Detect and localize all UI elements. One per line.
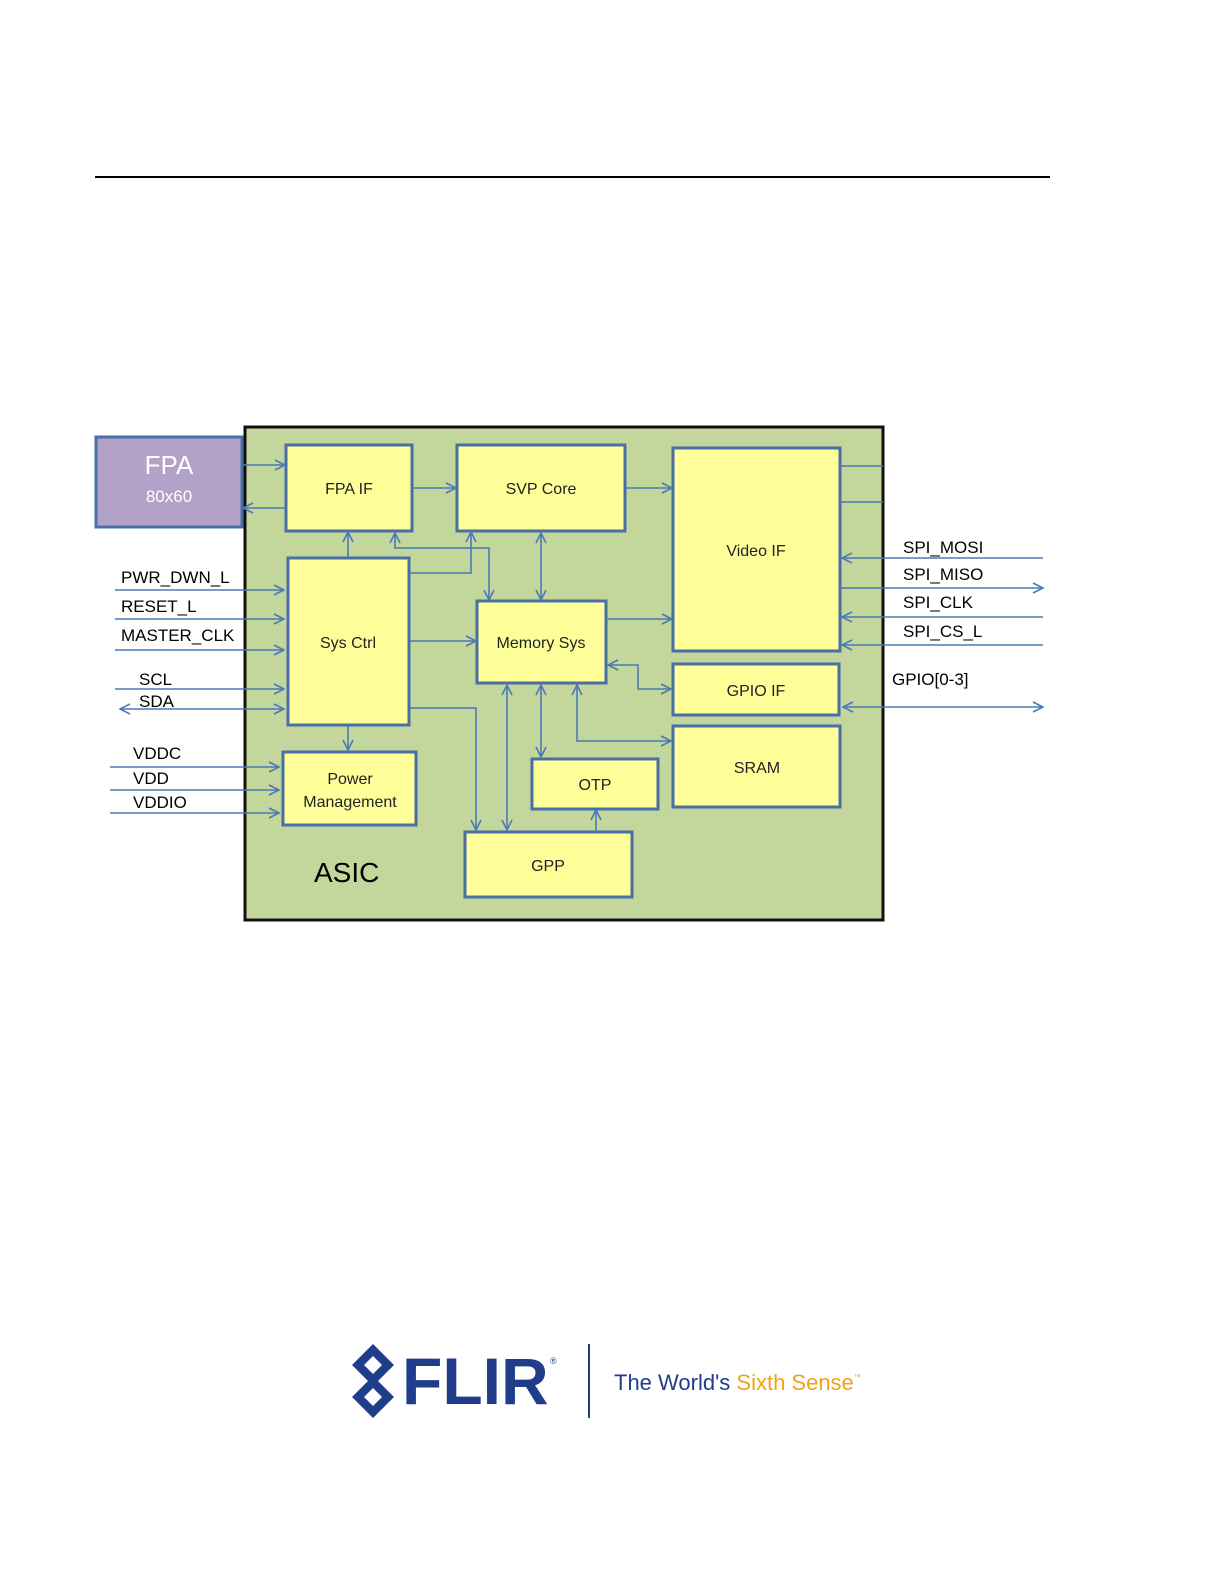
tagline-part1: The World's <box>614 1370 736 1395</box>
pin-pwr-dwn-l: PWR_DWN_L <box>121 568 230 587</box>
pin-sda: SDA <box>139 692 175 711</box>
trademark: ™ <box>854 1374 861 1381</box>
pin-spi-cs-l: SPI_CS_L <box>903 622 982 641</box>
pin-scl: SCL <box>139 670 172 689</box>
pin-spi-clk: SPI_CLK <box>903 593 974 612</box>
pin-spi-mosi: SPI_MOSI <box>903 538 983 557</box>
gpio-if-label: GPIO IF <box>727 683 786 700</box>
tagline-part2: Sixth Sense <box>736 1370 853 1395</box>
flir-wordmark: FLIR <box>402 1344 549 1418</box>
asic-label: ASIC <box>314 857 379 888</box>
fpa-title: FPA <box>145 450 194 480</box>
pin-master-clk: MASTER_CLK <box>121 626 235 645</box>
otp-label: OTP <box>579 777 612 794</box>
power-management-block <box>283 752 416 825</box>
sram-label: SRAM <box>734 760 780 777</box>
flir-diamond-icon <box>352 1344 394 1418</box>
flir-logo: FLIR ® The World's Sixth Sense™ <box>350 1342 870 1422</box>
registered-mark: ® <box>550 1356 557 1366</box>
pin-vddio: VDDIO <box>133 793 187 812</box>
pin-vddc: VDDC <box>133 744 181 763</box>
power-label-line2: Management <box>303 794 397 811</box>
pin-spi-miso: SPI_MISO <box>903 565 983 584</box>
fpa-subtitle: 80x60 <box>146 487 192 506</box>
fpa-if-label: FPA IF <box>325 481 373 498</box>
pin-gpio: GPIO[0-3] <box>892 670 969 689</box>
video-if-label: Video IF <box>726 543 786 560</box>
gpp-label: GPP <box>531 858 565 875</box>
pin-reset-l: RESET_L <box>121 597 197 616</box>
power-label-line1: Power <box>327 771 373 788</box>
pin-vdd: VDD <box>133 769 169 788</box>
memory-sys-label: Memory Sys <box>497 635 586 652</box>
asic-block-diagram: ASIC FPA 80x60 FPA IF SVP Core Video IF … <box>0 0 1224 1000</box>
svp-core-label: SVP Core <box>506 481 577 498</box>
sys-ctrl-label: Sys Ctrl <box>320 635 376 652</box>
tagline: The World's Sixth Sense™ <box>614 1370 861 1395</box>
